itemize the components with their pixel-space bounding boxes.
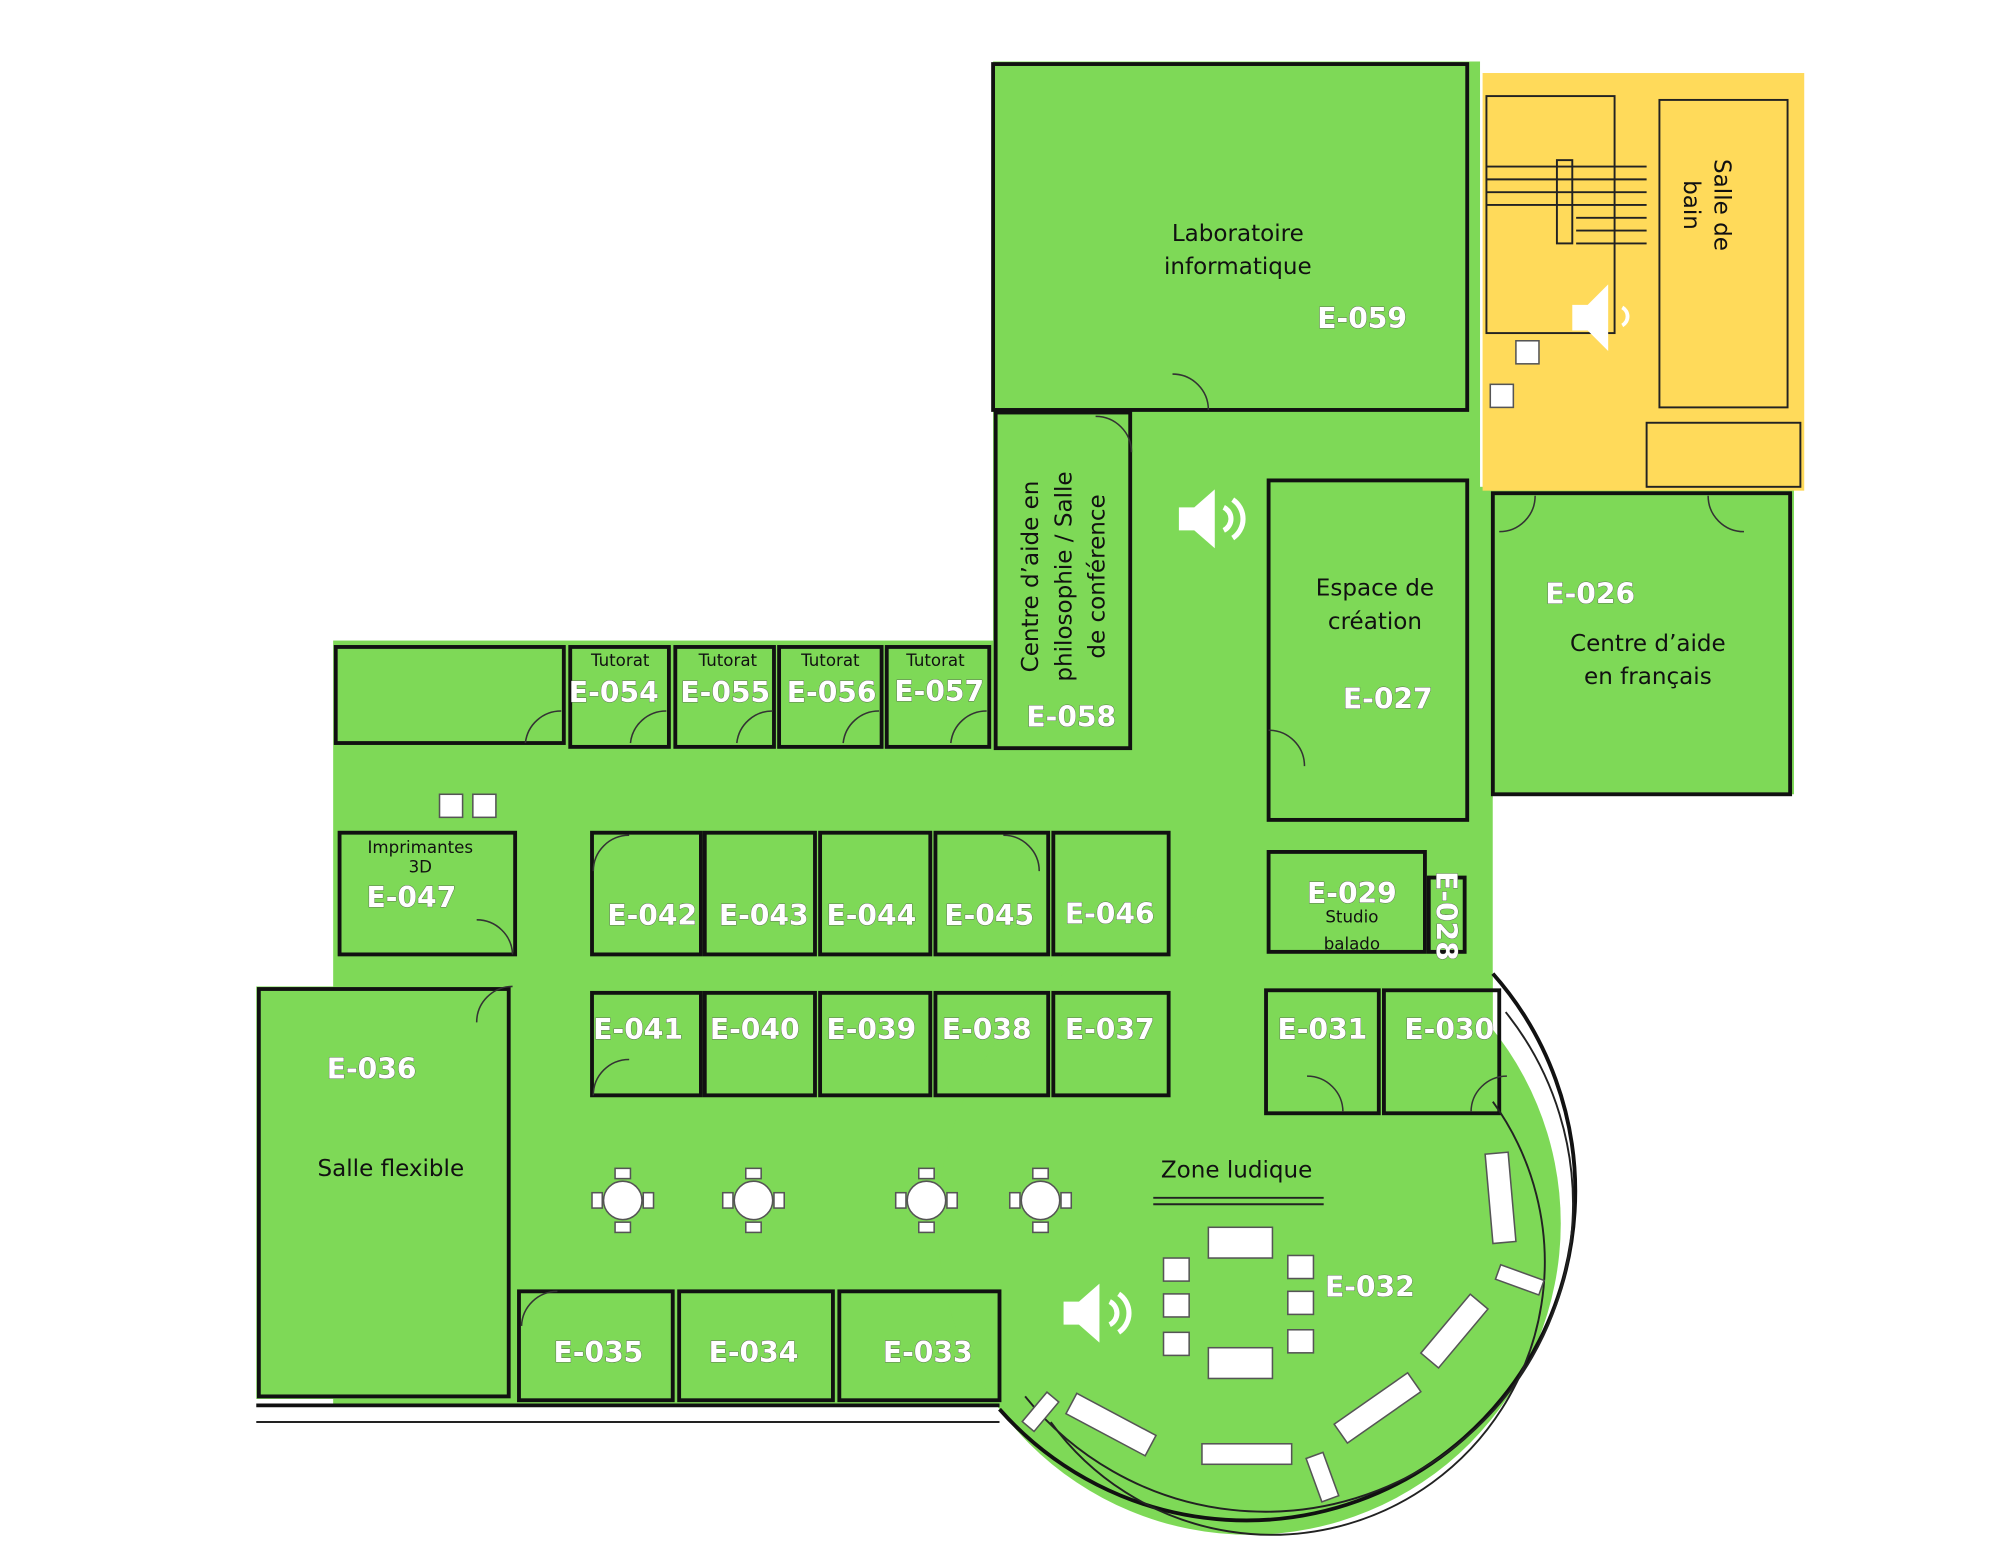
armchair-icon <box>1489 383 1515 409</box>
room-name: Laboratoire <box>1172 221 1304 247</box>
round-table-icon <box>894 1167 958 1234</box>
room-id-e057[interactable]: E-057 <box>894 674 985 708</box>
room-type: Tutorat <box>590 651 650 670</box>
armchair-icon <box>1287 1290 1315 1316</box>
room-type: Tutorat <box>698 651 758 670</box>
armchair-icon <box>1162 1331 1190 1357</box>
room-id-e055[interactable]: E-055 <box>680 676 771 710</box>
room-name: Centre d’aide en <box>1018 481 1044 673</box>
room-id-e058[interactable]: E-058 <box>1026 700 1117 734</box>
room-id-e038[interactable]: E-038 <box>941 1013 1032 1047</box>
room-id-e036[interactable]: E-036 <box>326 1052 417 1086</box>
armchair-icon <box>1287 1329 1315 1354</box>
room-name: balado <box>1324 934 1380 953</box>
room-id-e033[interactable]: E-033 <box>882 1335 973 1369</box>
room-id-e047[interactable]: E-047 <box>366 881 457 915</box>
speaker-icon <box>1572 284 1630 352</box>
speaker-icon <box>1063 1283 1132 1343</box>
room-type: Tutorat <box>800 651 860 670</box>
room-id-e045[interactable]: E-045 <box>944 899 1035 933</box>
sofa-icon <box>1207 1346 1274 1380</box>
furniture <box>438 340 1546 1503</box>
room-labels: Laboratoire informatique E-059 Centre d’… <box>318 159 1735 1369</box>
bench-icon <box>1305 1451 1340 1503</box>
room-name: Studio <box>1325 907 1378 926</box>
bench-icon <box>1064 1392 1158 1457</box>
printer-icon <box>438 793 464 819</box>
walls <box>256 62 1802 1536</box>
room-id-e042[interactable]: E-042 <box>607 899 698 933</box>
room-name: Zone ludique <box>1161 1157 1312 1183</box>
room-name: Salle de <box>1709 159 1735 251</box>
round-table-icon <box>591 1167 655 1234</box>
room-id-e032[interactable]: E-032 <box>1325 1270 1416 1304</box>
room-name: en français <box>1584 664 1712 690</box>
armchair-icon <box>1162 1293 1190 1318</box>
room-id-e054[interactable]: E-054 <box>569 676 660 710</box>
bench-icon <box>1333 1371 1422 1445</box>
room-type: Tutorat <box>905 651 965 670</box>
room-id-e028[interactable]: E-028 <box>1429 871 1463 962</box>
restricted-area <box>1482 73 1805 491</box>
bench-icon <box>1201 1443 1293 1466</box>
room-name: informatique <box>1164 254 1312 280</box>
sofa-icon <box>1207 1226 1274 1259</box>
armchair-icon <box>1162 1257 1190 1282</box>
bench-icon <box>1021 1391 1060 1433</box>
room-name: création <box>1328 609 1422 635</box>
room-name: bain <box>1678 180 1704 230</box>
armchair-icon <box>1515 340 1540 365</box>
printer-icon <box>472 793 497 819</box>
room-name: de conférence <box>1085 494 1111 658</box>
room-id-e039[interactable]: E-039 <box>826 1013 917 1047</box>
room-name: Centre d’aide <box>1570 631 1726 657</box>
room-id-e040[interactable]: E-040 <box>709 1013 800 1047</box>
bench-icon <box>1484 1151 1517 1245</box>
armchair-icon <box>1287 1254 1315 1280</box>
room-id-e056[interactable]: E-056 <box>786 676 877 710</box>
room-id-e027[interactable]: E-027 <box>1343 682 1434 716</box>
room-id-e037[interactable]: E-037 <box>1064 1013 1155 1047</box>
room-id-e034[interactable]: E-034 <box>708 1335 799 1369</box>
room-id-e041[interactable]: E-041 <box>593 1013 684 1047</box>
room-id-e029[interactable]: E-029 <box>1307 877 1398 911</box>
room-id-e059[interactable]: E-059 <box>1317 302 1408 336</box>
room-name: philosophie / Salle <box>1051 471 1077 681</box>
room-name: 3D <box>409 857 432 876</box>
speaker-icon <box>1178 489 1246 549</box>
room-id-e030[interactable]: E-030 <box>1404 1013 1495 1047</box>
bench-icon <box>1419 1293 1490 1369</box>
bench-icon <box>1494 1263 1546 1296</box>
room-id-e026[interactable]: E-026 <box>1545 577 1636 611</box>
room-id-e043[interactable]: E-043 <box>718 899 809 933</box>
room-id-e046[interactable]: E-046 <box>1064 897 1155 931</box>
room-name: Imprimantes <box>368 838 474 857</box>
round-table-icon <box>721 1167 785 1234</box>
room-id-e044[interactable]: E-044 <box>826 899 917 933</box>
room-id-e031[interactable]: E-031 <box>1277 1013 1368 1047</box>
room-name: Espace de <box>1316 576 1434 602</box>
room-id-e035[interactable]: E-035 <box>553 1335 644 1369</box>
room-name: Salle flexible <box>318 1156 465 1182</box>
round-table-icon <box>1008 1167 1073 1234</box>
